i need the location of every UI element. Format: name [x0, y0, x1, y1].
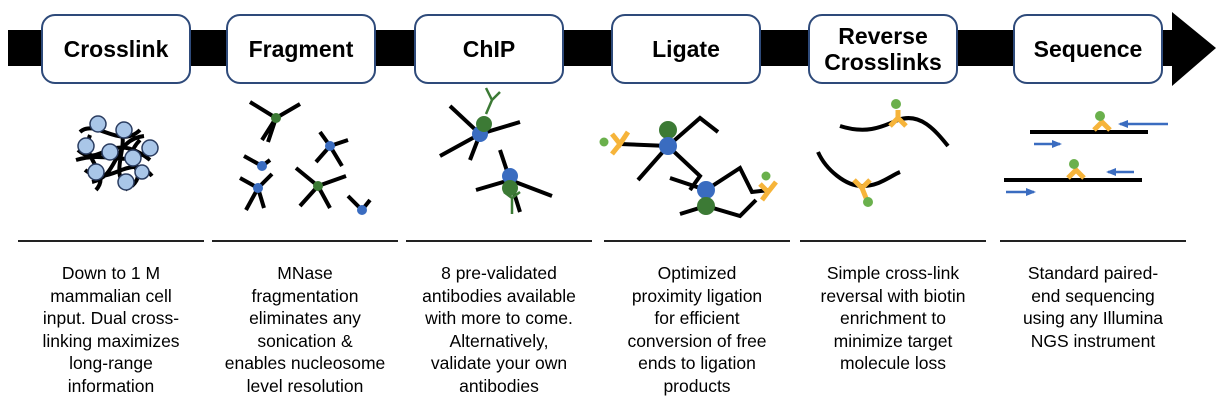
- divider: [212, 240, 398, 242]
- antibody-icon: [484, 87, 521, 214]
- divider: [1000, 240, 1186, 242]
- crosslink-beads: [77, 115, 159, 191]
- antibody-pulldown-icon: [439, 87, 553, 214]
- fragmented-chromatin-icon: [239, 100, 372, 213]
- step-fragment-box: Fragment: [226, 14, 376, 84]
- step-sequence-box: Sequence: [1013, 14, 1163, 84]
- step-chip-box: ChIP: [414, 14, 564, 84]
- step-crosslink-description: Down to 1 M mammalian cell input. Dual c…: [42, 263, 180, 396]
- step-chip-title: ChIP: [462, 36, 516, 62]
- step-sequence-description: Standard paired- end sequencing using an…: [1022, 263, 1164, 351]
- step-reverse-crosslinks-title: Reverse Crosslinks: [824, 23, 942, 75]
- proximity-ligation-icon: [599, 115, 778, 219]
- step-sequence-title: Sequence: [1033, 36, 1143, 62]
- step-fragment-title: Fragment: [248, 36, 354, 62]
- process-arrow: [8, 12, 1216, 86]
- step-crosslink-box: Crosslink: [41, 14, 191, 84]
- step-chip-description: 8 pre-validated antibodies available wit…: [422, 263, 576, 396]
- read-arrows: [1006, 120, 1168, 196]
- divider: [800, 240, 986, 242]
- divider: [18, 240, 204, 242]
- biotin-junction-icon: [816, 99, 950, 207]
- divider: [406, 240, 592, 242]
- step-ligate-description: Optimized proximity ligation for efficie…: [627, 263, 767, 396]
- paired-end-reads-icon: [1004, 111, 1168, 196]
- step-reverse-crosslinks-box: Reverse Crosslinks: [808, 14, 958, 84]
- step-ligate-box: Ligate: [611, 14, 761, 84]
- crosslinked-chromatin-icon: [75, 115, 159, 192]
- step-crosslink-title: Crosslink: [63, 36, 169, 62]
- step-reverse-crosslinks-description: Simple cross-link reversal with biotin e…: [820, 263, 966, 373]
- step-fragment-description: MNase fragmentation eliminates any sonic…: [224, 263, 386, 396]
- divider: [604, 240, 790, 242]
- step-ligate-title: Ligate: [652, 36, 720, 62]
- fragment-nucleosomes: [253, 113, 367, 215]
